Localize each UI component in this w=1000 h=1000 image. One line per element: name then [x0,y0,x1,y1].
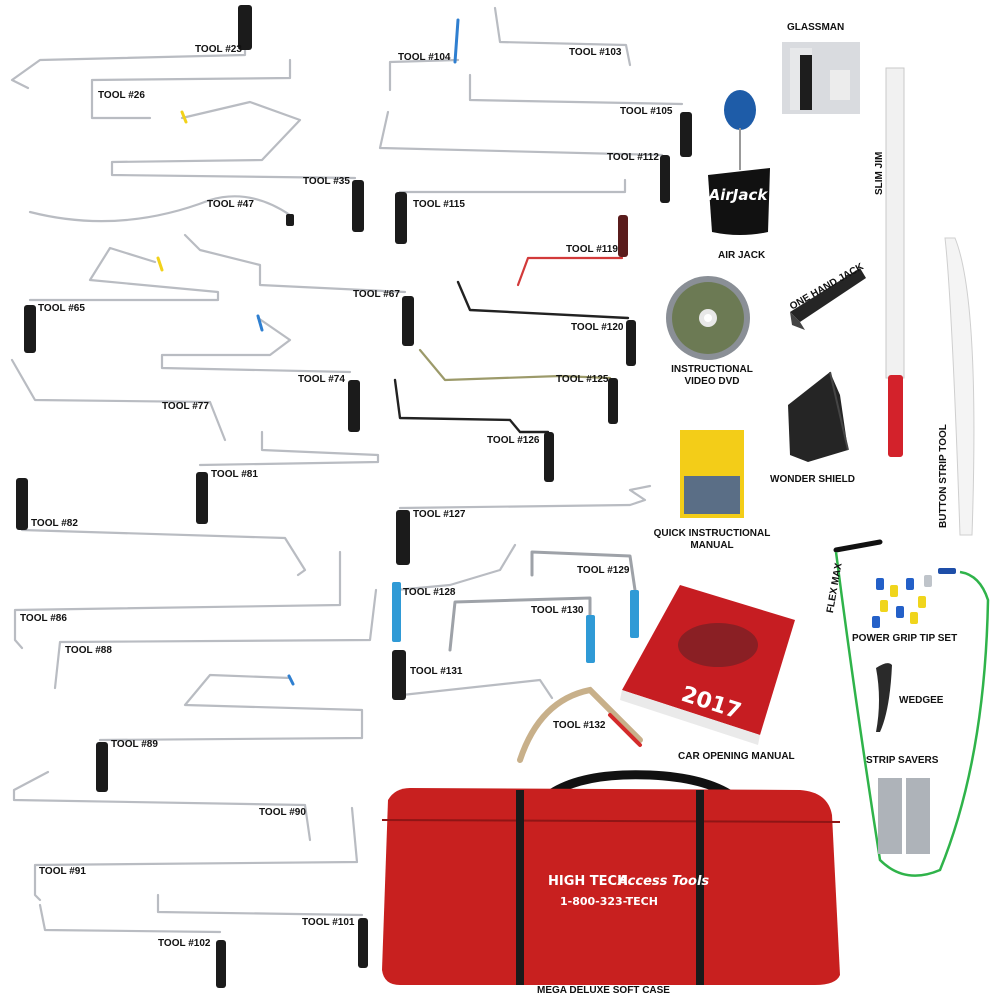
label-tool-115: TOOL #115 [413,199,465,210]
label-button-strip-tool: BUTTON STRIP TOOL [938,424,949,528]
quick-instructional-manual [680,430,744,518]
case-brand-high-tech: HIGH TECH [548,874,628,889]
label-tool-102: TOOL #102 [158,938,211,949]
tool-91-rod [33,806,359,902]
tool-132-rod [517,686,643,763]
label-tool-103: TOOL #103 [569,47,622,58]
label-tool-77: TOOL #77 [162,401,209,412]
label-car-opening-manual: CAR OPENING MANUAL [678,751,795,762]
label-tool-101: TOOL #101 [302,917,355,928]
tool-47-rod [28,195,294,226]
label-glassman: GLASSMAN [787,22,845,33]
wonder-shield [788,371,849,462]
slim-jim [885,67,905,457]
label-tool-82: TOOL #82 [31,518,78,529]
label-strip-savers: STRIP SAVERS [866,755,939,766]
tool-101-rod [156,893,368,968]
air-jack-logo: AirJack [708,186,769,204]
label-power-grip-tip-set: POWER GRIP TIP SET [852,633,958,644]
tool-90-rod [12,770,312,842]
label-tool-129: TOOL #129 [577,565,630,576]
label-tool-126: TOOL #126 [487,435,540,446]
tool-86-rod [13,550,342,650]
label-tool-104: TOOL #104 [398,52,451,63]
tool-23-rod [10,5,252,90]
case-phone: 1-800-323-TECH [560,895,658,908]
label-quick-instructional-manual: QUICK INSTRUCTIONAL MANUAL [653,528,771,551]
mega-deluxe-soft-case: HIGH TECH Access Tools 1-800-323-TECH [381,770,841,985]
label-tool-65: TOOL #65 [38,303,85,314]
one-hand-jack [790,268,866,330]
label-tool-119: TOOL #119 [566,244,618,255]
tool-105-rod [468,73,692,157]
label-tool-90: TOOL #90 [259,807,306,818]
button-strip-tool [944,237,975,536]
label-tool-23: TOOL #23 [195,44,242,55]
tool-65-rod [24,246,220,353]
instructional-video-dvd [666,276,750,360]
label-tool-81: TOOL #81 [211,469,258,480]
strip-savers [878,778,930,854]
tool-26-rod [90,58,292,120]
label-wedgee: WEDGEE [899,695,944,706]
tool-131-rod [392,650,554,700]
flex-max [833,539,990,877]
tool-104-rod [388,18,460,92]
label-tool-74: TOOL #74 [298,374,345,385]
label-tool-132: TOOL #132 [553,720,606,731]
label-tool-131: TOOL #131 [410,666,463,677]
label-tool-128: TOOL #128 [403,587,456,598]
glassman-tool [782,42,860,114]
label-tool-89: TOOL #89 [111,739,158,750]
label-tool-26: TOOL #26 [98,90,145,101]
label-tool-86: TOOL #86 [20,613,67,624]
tool-77-rod [10,358,227,442]
label-tool-88: TOOL #88 [65,645,112,656]
label-tool-127: TOOL #127 [413,509,466,520]
label-tool-112: TOOL #112 [607,152,659,163]
tool-127-rod [396,484,652,565]
tool-88-rod [53,588,378,690]
tool-126-rod [393,378,554,482]
power-grip-tip-set [872,575,932,628]
tool-120-rod [456,280,636,366]
label-mega-deluxe-soft-case: MEGA DELUXE SOFT CASE [537,985,670,996]
tool-128-rod [392,543,517,642]
tool-112-rod [378,110,670,203]
label-air-jack: AIR JACK [718,250,766,261]
tool-67-rod [183,233,414,346]
tool-119-rod [516,215,628,287]
tool-81-rod [196,430,380,524]
tool-103-rod [493,6,632,67]
air-jack: AirJack [708,90,770,235]
label-tool-130: TOOL #130 [531,605,584,616]
tool-115-rod [395,178,627,244]
label-tool-91: TOOL #91 [39,866,86,877]
label-tool-35: TOOL #35 [303,176,350,187]
tool-125-rod [418,348,618,424]
tool-35-rod [110,100,364,232]
case-brand-access-tools: Access Tools [617,874,709,889]
label-tool-47: TOOL #47 [207,199,254,210]
label-wonder-shield: WONDER SHIELD [770,474,855,485]
tool-82-rod [16,478,307,577]
label-tool-105: TOOL #105 [620,106,673,117]
tool-129-rod [530,550,639,638]
tool-74-rod [160,314,360,432]
label-instructional-video-dvd: INSTRUCTIONAL VIDEO DVD [671,364,753,387]
tool-89-rod [96,673,364,792]
wedgee [876,663,892,732]
tool-102-rod [38,903,226,988]
label-tool-120: TOOL #120 [571,322,624,333]
label-tool-67: TOOL #67 [353,289,400,300]
tool-130-rod [448,596,595,663]
label-tool-125: TOOL #125 [556,374,609,385]
car-opening-manual-book: 2017 [620,585,795,745]
label-slim-jim: SLIM JIM [874,151,885,195]
